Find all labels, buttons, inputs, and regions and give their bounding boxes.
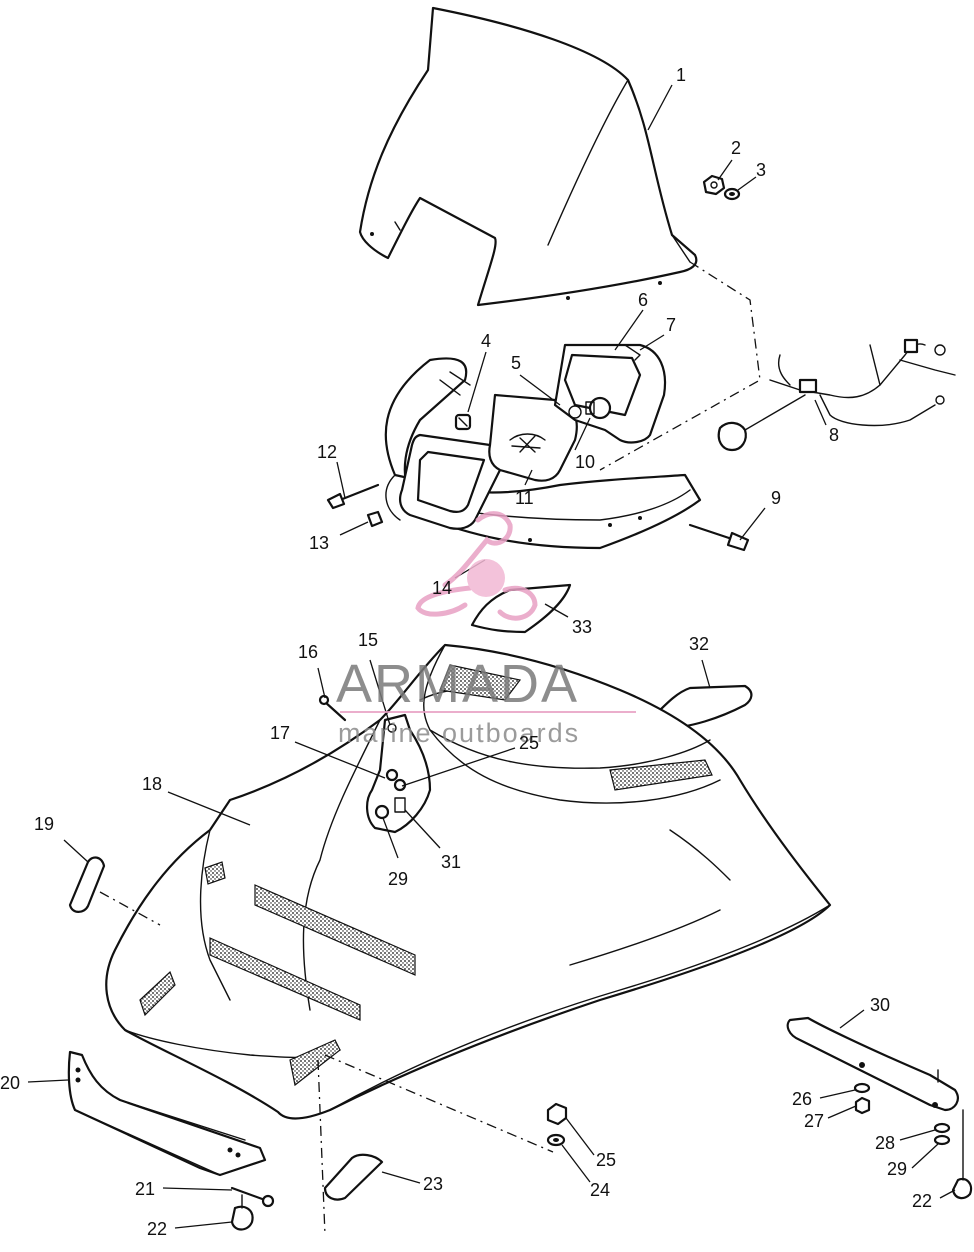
callout-28: 28: [875, 1133, 895, 1153]
clip-part-13: [366, 510, 384, 528]
hood-fastener-centerline: [324, 1054, 554, 1153]
washer-part-24: [546, 1133, 566, 1147]
callout-25-top: 25: [519, 733, 539, 753]
callout-15: 15: [358, 630, 378, 650]
callout-2: 2: [731, 138, 741, 158]
callout-22-right: 22: [912, 1191, 932, 1211]
callout-20: 20: [0, 1073, 20, 1093]
callout-21: 21: [135, 1179, 155, 1199]
latch-bracket-part-15: [366, 713, 432, 834]
handle-part-19: [68, 856, 106, 913]
callout-5: 5: [511, 353, 521, 373]
callout-29-bracket: 29: [887, 1159, 907, 1179]
screw-part-12: [326, 483, 380, 510]
bumper-centerline: [317, 1059, 326, 1236]
wiring-harness-part-8: [717, 338, 956, 452]
nut-part-27: [854, 1096, 871, 1115]
hood-vent-strips: [139, 664, 713, 1087]
callout-17: 17: [270, 723, 290, 743]
watermark-brand: ARMADA: [336, 654, 579, 714]
callout-22-left: 22: [147, 1219, 167, 1239]
windshield-fastener-centerline: [599, 261, 761, 471]
lower-bracket-part-20: [67, 1050, 267, 1177]
nut-part-25: [546, 1102, 568, 1126]
armada-logo: ARMADA marine outboards: [336, 511, 636, 748]
headlight-housing-part-6: [553, 343, 666, 444]
washer-part-26: [853, 1082, 871, 1094]
decal-part-32: [653, 684, 753, 730]
callout-29-latch: 29: [388, 869, 408, 889]
callout-16: 16: [298, 642, 318, 662]
washer-part-3: [723, 187, 741, 201]
bulb-part-10: [568, 396, 612, 420]
decal-part-23: [323, 1153, 384, 1201]
headlight-bezel-part-11: [399, 433, 505, 530]
callout-1: 1: [676, 65, 686, 85]
callout-18: 18: [142, 774, 162, 794]
callout-7: 7: [666, 315, 676, 335]
callout-11: 11: [515, 488, 534, 508]
callout-33: 33: [572, 617, 592, 637]
callout-25-bottom: 25: [596, 1150, 616, 1170]
washer-part-28: [933, 1122, 951, 1134]
callout-24: 24: [590, 1180, 610, 1200]
callout-32: 32: [689, 634, 709, 654]
callout-9: 9: [771, 488, 781, 508]
callout-14: 14: [432, 578, 452, 598]
callout-12: 12: [317, 442, 337, 462]
decal-part-33: [470, 583, 572, 634]
windshield-part-1: [358, 6, 698, 307]
callout-19: 19: [34, 814, 54, 834]
callout-10: 10: [575, 452, 595, 472]
nut-part-2: [702, 174, 726, 196]
callout-30: 30: [870, 995, 890, 1015]
bolt-part-21: [230, 1186, 275, 1208]
clip-part-22-right: [951, 1109, 973, 1200]
watermark-tagline: marine outboards: [338, 718, 580, 748]
callout-3: 3: [756, 160, 766, 180]
callout-31: 31: [441, 852, 461, 872]
hood-part-18: [105, 643, 832, 1120]
grommet-part-4: [454, 413, 472, 431]
callout-27: 27: [804, 1111, 824, 1131]
bracket-part-30: [786, 1016, 959, 1112]
callout-13: 13: [309, 533, 329, 553]
callout-26: 26: [792, 1089, 812, 1109]
clip-part-22-left: [230, 1194, 254, 1231]
callout-23: 23: [423, 1174, 443, 1194]
callout-4: 4: [481, 331, 491, 351]
screw-part-9: [688, 523, 750, 552]
callout-6: 6: [638, 290, 648, 310]
leader-lines: [27, 84, 956, 1229]
nut-part-29: [933, 1134, 951, 1146]
callout-labels: 1 2 3 4 5 6 7 8 9 10 11 12 13 14 15 16 1…: [0, 65, 932, 1239]
callout-8: 8: [829, 425, 839, 445]
